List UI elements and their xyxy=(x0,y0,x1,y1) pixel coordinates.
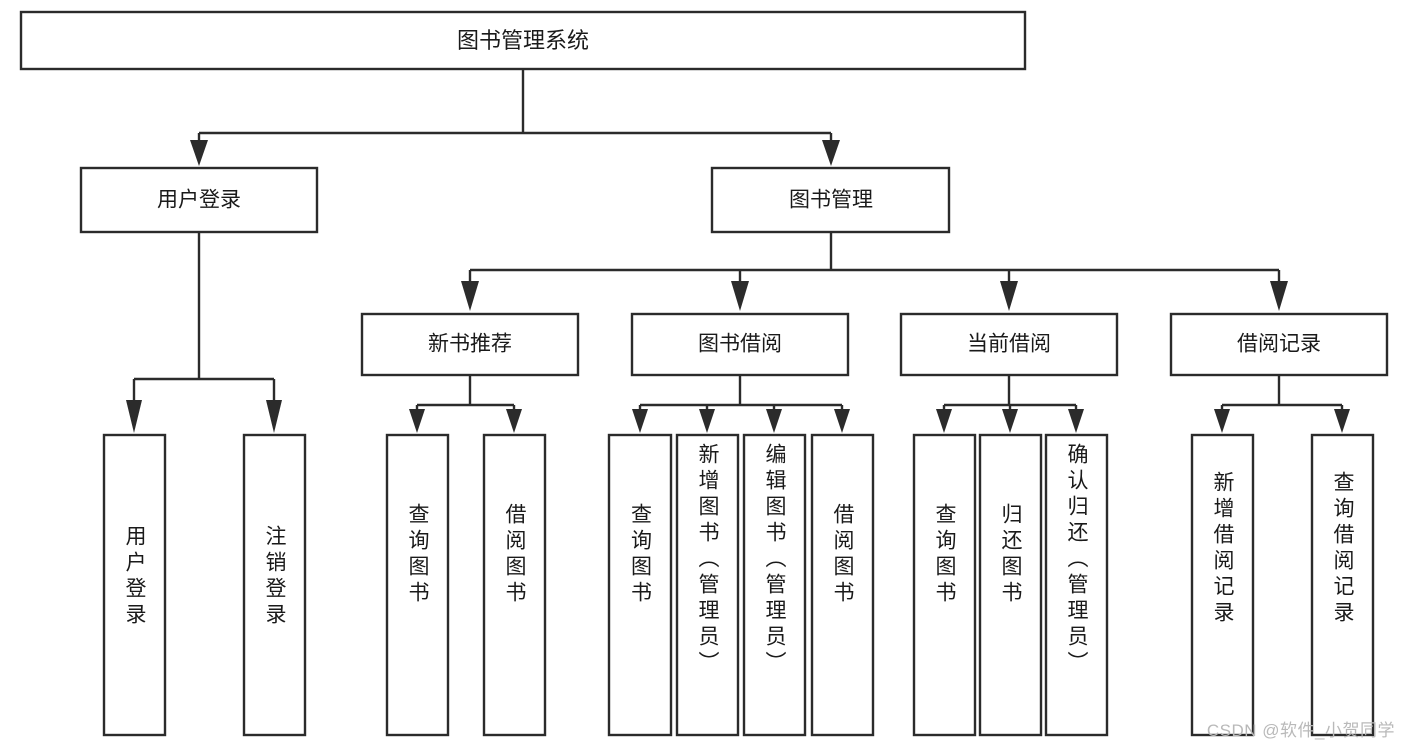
arrowhead-book-borrow-leaf-3 xyxy=(766,409,782,433)
node-leaf-new-book-borrow[interactable] xyxy=(482,433,547,737)
arrowhead-book-mgmt xyxy=(822,140,840,166)
node-borrow-record[interactable] xyxy=(1169,312,1389,377)
node-layer: 图书管理系统 用户登录 图书管理 新书推荐 图书借阅 当前借阅 借阅记录 xyxy=(19,10,1389,737)
arrowhead-book-borrow-leaf-4 xyxy=(834,409,850,433)
node-leaf-book-borrow-query[interactable] xyxy=(607,433,673,737)
arrowhead-new-book-leaf-1 xyxy=(409,409,425,433)
arrowhead-user-login-leaf-1 xyxy=(126,400,142,433)
node-user-login-label: 用户登录 xyxy=(157,189,241,212)
arrowhead-current-borrow-leaf-1 xyxy=(936,409,952,433)
watermark-text: CSDN @软件_小贺同学 xyxy=(1206,721,1395,740)
arrowhead-current-borrow-leaf-2 xyxy=(1002,409,1018,433)
node-new-book-recommend[interactable] xyxy=(360,312,580,377)
node-leaf-current-borrow-confirm[interactable] xyxy=(1044,433,1109,737)
node-leaf-user-login-login[interactable] xyxy=(102,433,167,737)
arrowhead-book-borrow-leaf-1 xyxy=(632,409,648,433)
arrowhead-user-login-leaf-2 xyxy=(266,400,282,433)
node-book-borrow-label: 图书借阅 xyxy=(698,333,782,356)
arrowhead-new-book-leaf-2 xyxy=(506,409,522,433)
node-leaf-book-borrow-add[interactable] xyxy=(675,433,740,737)
arrowhead-new-book xyxy=(461,281,479,311)
arrowhead-borrow-record-leaf-2 xyxy=(1334,409,1350,433)
arrowhead-book-borrow xyxy=(731,281,749,311)
node-current-borrow[interactable] xyxy=(899,312,1119,377)
arrowhead-borrow-record-leaf-1 xyxy=(1214,409,1230,433)
arrowhead-borrow-record xyxy=(1270,281,1288,311)
arrowhead-current-borrow xyxy=(1000,281,1018,311)
node-root-label: 图书管理系统 xyxy=(457,28,589,53)
node-leaf-user-login-logout[interactable] xyxy=(242,433,307,737)
arrowhead-current-borrow-leaf-3 xyxy=(1068,409,1084,433)
node-leaf-current-borrow-query[interactable] xyxy=(912,433,977,737)
arrowhead-user-login xyxy=(190,140,208,166)
node-leaf-book-borrow-edit[interactable] xyxy=(742,433,807,737)
node-leaf-book-borrow-borrow[interactable] xyxy=(810,433,875,737)
node-leaf-borrow-record-query[interactable] xyxy=(1310,433,1375,737)
node-leaf-current-borrow-return[interactable] xyxy=(978,433,1043,737)
node-user-login[interactable] xyxy=(79,166,319,234)
node-book-management[interactable] xyxy=(710,166,951,234)
node-book-borrow[interactable] xyxy=(630,312,850,377)
node-leaf-new-book-query[interactable] xyxy=(385,433,450,737)
node-current-borrow-label: 当前借阅 xyxy=(967,333,1051,356)
node-root-book-management-system[interactable] xyxy=(19,10,1027,71)
node-new-book-recommend-label: 新书推荐 xyxy=(428,333,512,356)
node-book-management-label: 图书管理 xyxy=(789,189,873,212)
arrowhead-book-borrow-leaf-2 xyxy=(699,409,715,433)
connector-layer xyxy=(126,69,1350,433)
node-leaf-borrow-record-add[interactable] xyxy=(1190,433,1255,737)
node-borrow-record-label: 借阅记录 xyxy=(1237,333,1321,356)
